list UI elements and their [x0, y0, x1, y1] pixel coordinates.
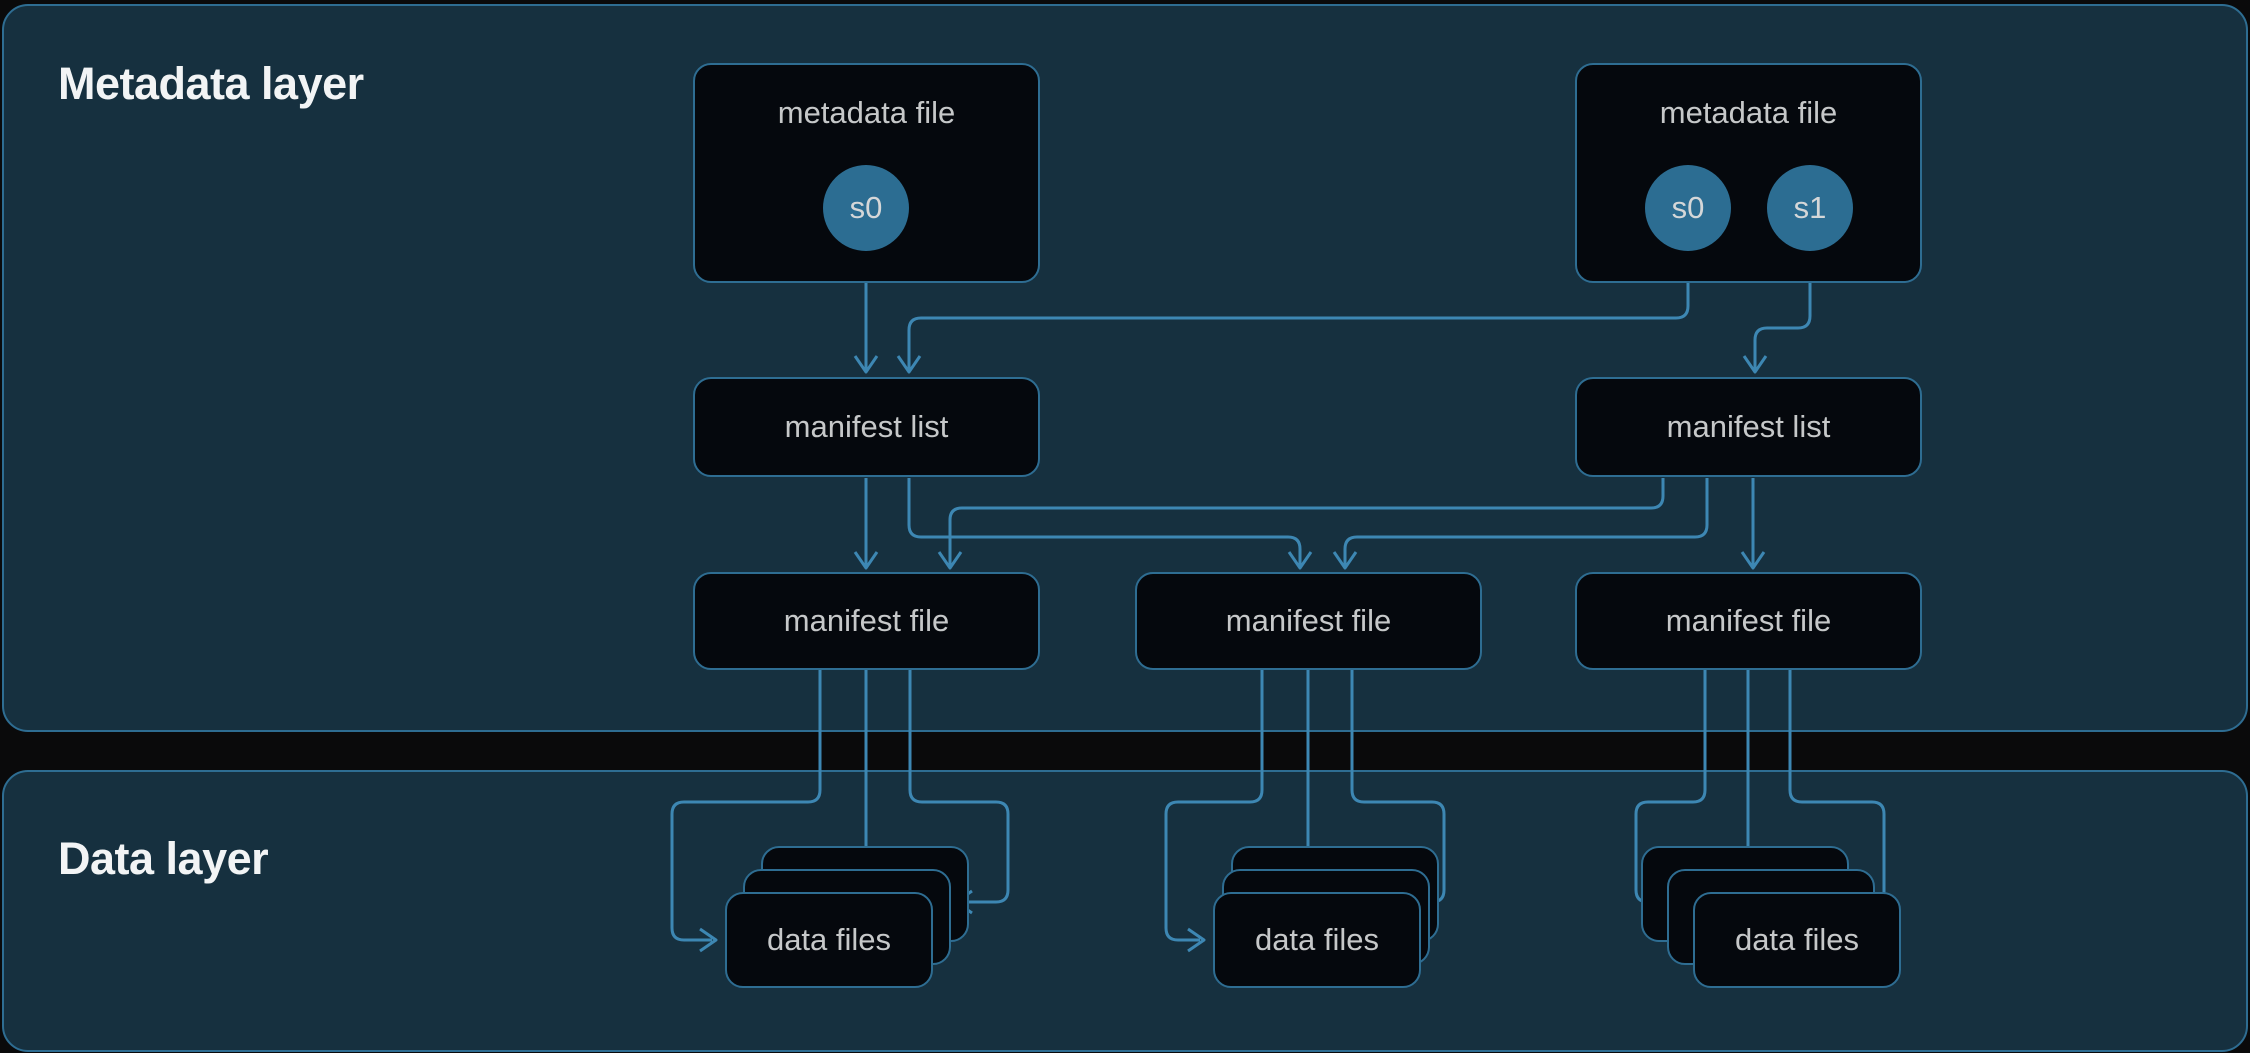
metadata-file-label: metadata file: [1659, 95, 1838, 130]
manifest-list-node-1[interactable]: manifest list: [693, 377, 1040, 477]
data-files-label: data files: [766, 922, 892, 957]
snapshot-label: s0: [849, 190, 883, 225]
data-layer-title: Data layer: [58, 833, 269, 884]
data-file-card-front[interactable]: data files: [1213, 892, 1421, 988]
metadata-layer-title: Metadata layer: [58, 58, 364, 109]
data-files-label: data files: [1254, 922, 1380, 957]
manifest-file-node-3[interactable]: manifest file: [1575, 572, 1922, 670]
manifest-file-node-1[interactable]: manifest file: [693, 572, 1040, 670]
data-files-stack-2[interactable]: data files: [1213, 846, 1439, 988]
manifest-file-label: manifest file: [1225, 603, 1392, 638]
manifest-file-label: manifest file: [783, 603, 950, 638]
data-file-card-front[interactable]: data files: [1693, 892, 1901, 988]
snapshot-label: s1: [1793, 190, 1827, 225]
manifest-list-node-2[interactable]: manifest list: [1575, 377, 1922, 477]
data-layer-panel: [2, 770, 2248, 1052]
metadata-file-label: metadata file: [777, 95, 956, 130]
data-files-label: data files: [1734, 922, 1860, 957]
manifest-file-label: manifest file: [1665, 603, 1832, 638]
manifest-file-node-2[interactable]: manifest file: [1135, 572, 1482, 670]
snapshot-badge-s0[interactable]: s0: [823, 165, 909, 251]
manifest-list-label: manifest list: [784, 409, 949, 444]
snapshot-badge-s1[interactable]: s1: [1767, 165, 1853, 251]
data-files-stack-3[interactable]: data files: [1641, 846, 1901, 988]
snapshot-label: s0: [1671, 190, 1705, 225]
snapshot-badge-s0[interactable]: s0: [1645, 165, 1731, 251]
manifest-list-label: manifest list: [1666, 409, 1831, 444]
metadata-file-node-2[interactable]: metadata file: [1575, 63, 1922, 283]
data-file-card-front[interactable]: data files: [725, 892, 933, 988]
data-files-stack-1[interactable]: data files: [725, 846, 969, 988]
